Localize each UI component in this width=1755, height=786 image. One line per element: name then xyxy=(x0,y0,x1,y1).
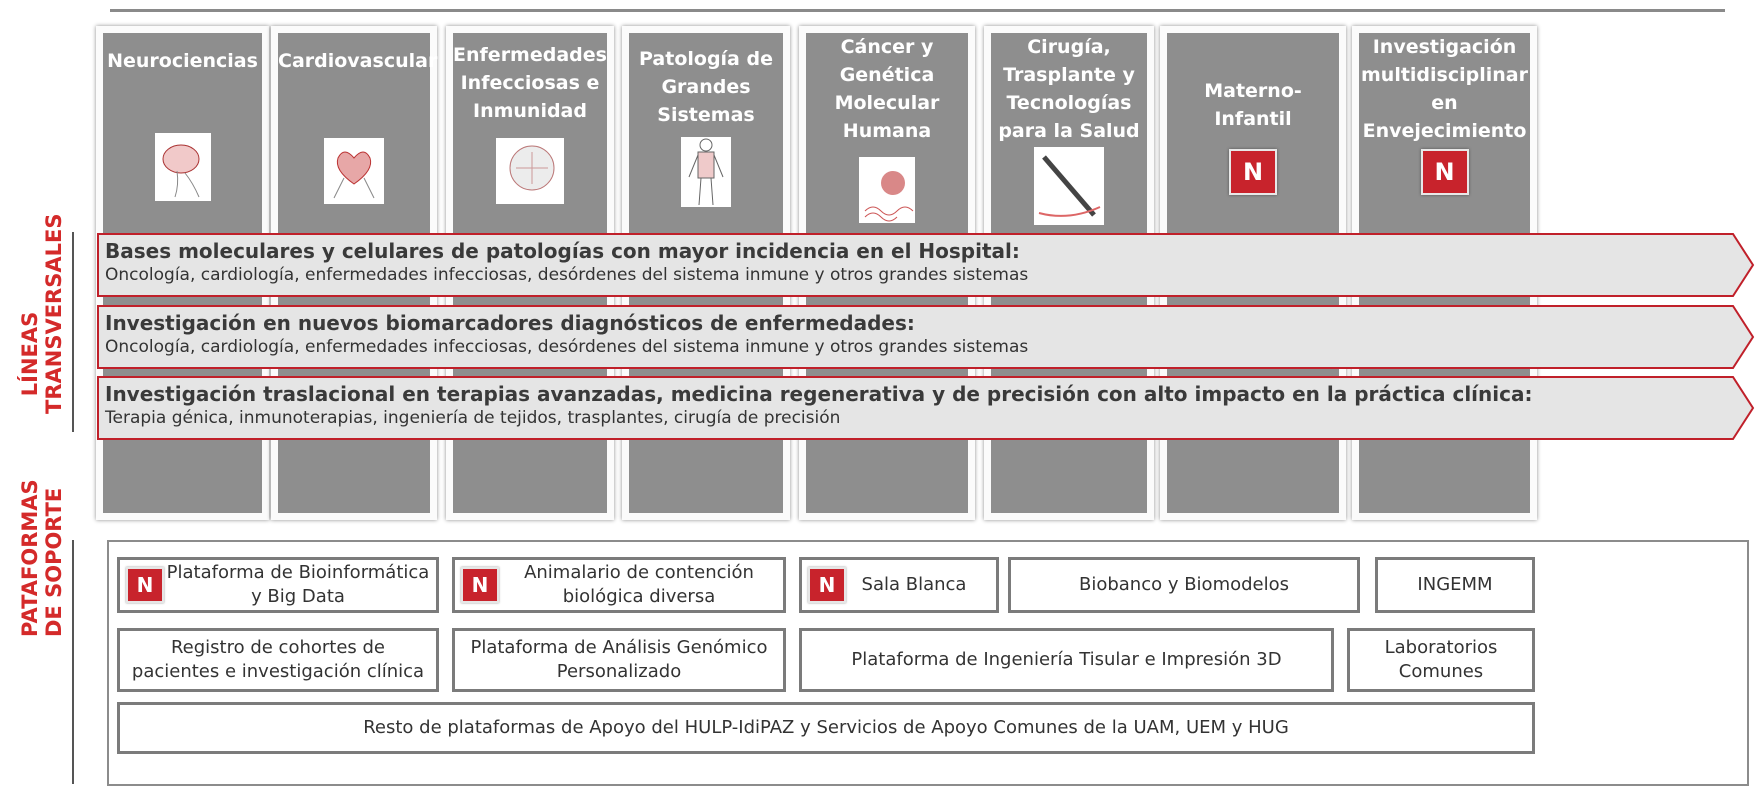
transversal-line-3: Investigación traslacional en terapias a… xyxy=(97,376,1755,440)
heart-illustration-icon xyxy=(324,138,384,204)
platforms-divider xyxy=(72,540,74,784)
platform-label: Plataforma de Ingeniería Tisular e Impre… xyxy=(851,649,1282,670)
transversal-line-detail: Oncología, cardiología, enfermedades inf… xyxy=(105,265,1029,285)
platform-biobanco: Biobanco y Biomodelos xyxy=(1008,557,1360,613)
platform-animalario: N Animalario de contención biológica dive… xyxy=(452,557,786,613)
area-title: Enfermedades Infecciosas e Inmunidad xyxy=(453,44,607,122)
transversal-label-line1: LÍNEAS xyxy=(18,311,42,397)
area-title: Materno-Infantil xyxy=(1204,80,1302,130)
platforms-panel: N Plataforma de Bioinformática y Big Data… xyxy=(107,540,1749,786)
area-title: Neurociencias xyxy=(107,50,258,72)
new-badge: N xyxy=(808,567,846,603)
transversal-line-1: Bases moleculares y celulares de patolog… xyxy=(97,233,1755,297)
platform-ingemm: INGEMM xyxy=(1375,557,1535,613)
transversal-line-title: Investigación traslacional en terapias a… xyxy=(105,382,1533,406)
top-rule xyxy=(110,9,1725,12)
area-title: Cáncer y Genética Molecular Humana xyxy=(834,36,940,142)
platform-label: y Big Data xyxy=(251,586,345,607)
platform-label: Comunes xyxy=(1398,661,1484,682)
area-title: Investigación multidisciplinar en Enveje… xyxy=(1361,36,1528,142)
dna-illustration-icon xyxy=(859,157,915,223)
new-badge: N xyxy=(1229,149,1277,195)
platform-label: Plataforma de Bioinformática xyxy=(166,562,430,583)
platform-label: Laboratorios xyxy=(1384,637,1498,658)
surgery-illustration-icon xyxy=(1034,147,1104,225)
platform-sala-blanca: N Sala Blanca xyxy=(799,557,999,613)
platform-bioinformatica: N Plataforma de Bioinformática y Big Data xyxy=(117,557,439,613)
platform-label: biológica diversa xyxy=(562,586,716,607)
new-badge: N xyxy=(461,567,499,603)
new-badge: N xyxy=(126,567,164,603)
transversal-divider xyxy=(72,232,74,432)
platforms-label: PATAFORMAS DE SOPORTE xyxy=(18,479,66,637)
transversal-label-line2: TRANSVERSALES xyxy=(42,213,66,414)
platform-label: Resto de plataformas de Apoyo del HULP-I… xyxy=(363,717,1289,738)
transversal-line-2: Investigación en nuevos biomarcadores di… xyxy=(97,305,1755,369)
transversal-line-title: Bases moleculares y celulares de patolog… xyxy=(105,239,1020,263)
body-illustration-icon xyxy=(681,137,731,207)
platforms-label-line2: DE SOPORTE xyxy=(42,487,66,637)
area-title: Cirugía, Trasplante y Tecnologías para l… xyxy=(998,36,1140,142)
platform-label: pacientes e investigación clínica xyxy=(131,661,425,682)
transversal-line-detail: Terapia génica, inmunoterapias, ingenier… xyxy=(105,408,841,428)
platform-label: Sala Blanca xyxy=(861,574,967,595)
area-title: Patología de Grandes Sistemas xyxy=(639,48,773,126)
area-title: Cardiovascular xyxy=(278,50,438,72)
platform-label: Biobanco y Biomodelos xyxy=(1078,574,1290,595)
platform-label: Animalario de contención xyxy=(524,562,754,583)
transversal-label: LÍNEAS TRANSVERSALES xyxy=(18,213,66,414)
platform-registro-cohortes: Registro de cohortes de pacientes e inves… xyxy=(117,628,439,692)
platform-label: Registro de cohortes de xyxy=(170,637,386,658)
transversal-line-detail: Oncología, cardiología, enfermedades inf… xyxy=(105,337,1029,357)
platform-label: Personalizado xyxy=(556,661,682,682)
platform-label: INGEMM xyxy=(1417,574,1493,595)
platforms-label-line1: PATAFORMAS xyxy=(18,479,42,637)
transversal-line-title: Investigación en nuevos biomarcadores di… xyxy=(105,311,915,335)
platform-resto-apoyo: Resto de plataformas de Apoyo del HULP-I… xyxy=(117,702,1535,754)
brain-illustration-icon xyxy=(154,133,211,201)
virus-illustration-icon xyxy=(496,138,564,204)
new-badge: N xyxy=(1420,149,1469,195)
platform-label: Plataforma de Análisis Genómico xyxy=(470,637,768,658)
platform-ingenieria-tisular: Plataforma de Ingeniería Tisular e Impre… xyxy=(799,628,1334,692)
